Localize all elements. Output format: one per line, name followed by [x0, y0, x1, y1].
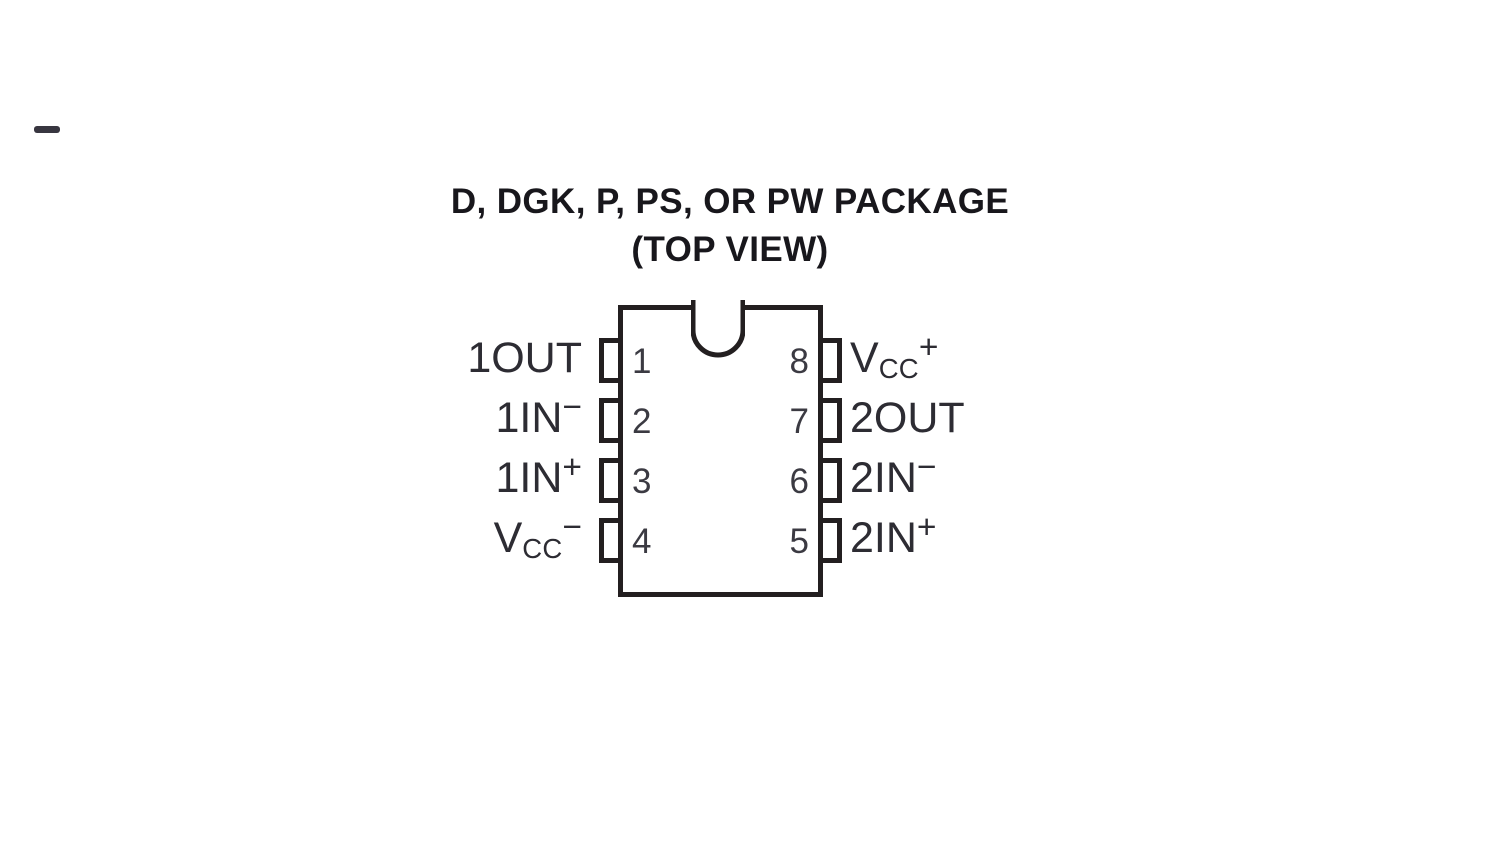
pin-label-7: 2OUT [850, 394, 965, 442]
pin-label-superscript: − [916, 448, 937, 486]
pin-label-5: 2IN+ [850, 508, 937, 562]
pin-number-7: 7 [789, 402, 809, 441]
notch-svg [690, 299, 746, 358]
package-view-line: (TOP VIEW) [631, 230, 829, 269]
pin-number-3: 3 [632, 462, 652, 501]
pin-label-1: 1OUT [467, 334, 582, 382]
pin-label-superscript: + [918, 328, 939, 366]
pin-label-4: VCC− [493, 508, 582, 564]
pin-label-8: VCC+ [850, 328, 939, 384]
pin-label-superscript: − [562, 508, 582, 546]
scan-artifact-dash [34, 126, 60, 133]
pin-number-5: 5 [789, 522, 809, 561]
package-title-line: D, DGK, P, PS, OR PW PACKAGE [450, 182, 1010, 221]
pin-label-2: 1IN− [495, 388, 582, 442]
pin-label-subscript: CC [522, 532, 563, 564]
pin-number-4: 4 [632, 522, 652, 561]
pin-label-subscript: CC [878, 352, 919, 384]
pin-label-3: 1IN+ [495, 448, 582, 502]
pin-number-6: 6 [789, 462, 809, 501]
pin-number-2: 2 [632, 402, 652, 441]
chip-body-outline [618, 305, 823, 597]
package-notch-icon [690, 299, 746, 362]
pin-label-superscript: − [562, 388, 582, 426]
diagram-title-block: D, DGK, P, PS, OR PW PACKAGE (TOP VIEW) [0, 178, 1460, 274]
pin-label-6: 2IN− [850, 448, 937, 502]
pin-number-1: 1 [632, 342, 652, 381]
pin-label-superscript: + [916, 508, 937, 546]
pin-number-8: 8 [789, 342, 809, 381]
pin-label-superscript: + [562, 448, 582, 486]
